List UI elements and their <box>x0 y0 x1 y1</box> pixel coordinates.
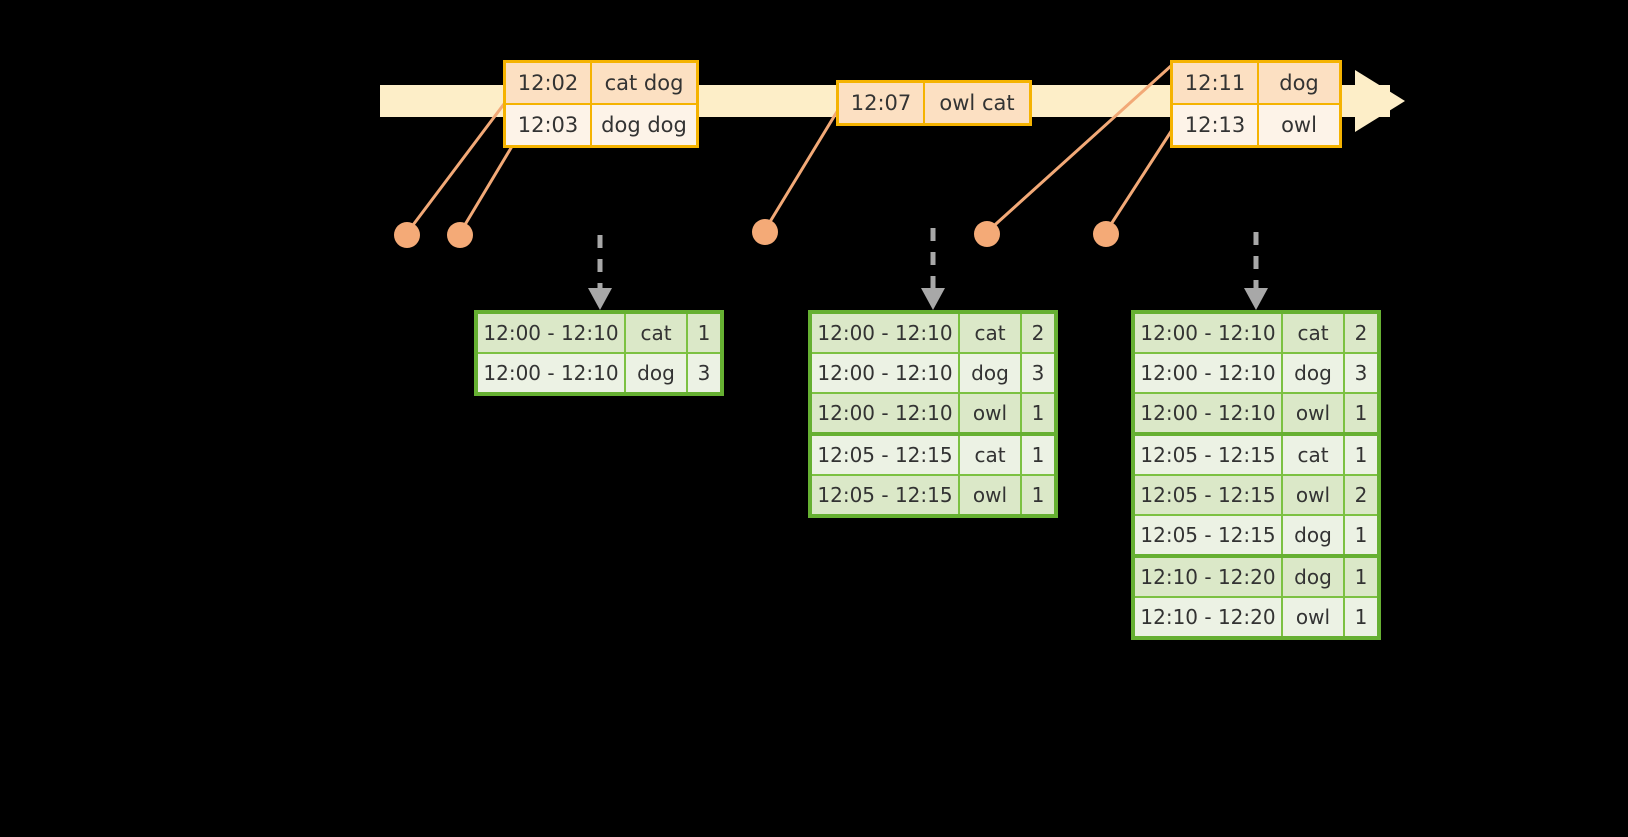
cell-key: dog <box>626 354 688 392</box>
event-dots <box>394 219 1119 248</box>
table-row[interactable]: 12:00 - 12:10 owl 1 <box>1135 392 1377 432</box>
emit-arrows <box>588 228 1268 310</box>
table-row[interactable]: 12:00 - 12:10 dog 3 <box>478 352 720 392</box>
cell-count: 3 <box>1345 354 1377 392</box>
cell-key: dog <box>1283 516 1345 554</box>
table-row[interactable]: 12:05 - 12:15 cat 1 <box>1135 432 1377 474</box>
cell-window: 12:00 - 12:10 <box>812 394 960 432</box>
cell-key: cat <box>1283 436 1345 474</box>
result-table-1[interactable]: 12:00 - 12:10 cat 1 12:00 - 12:10 dog 3 <box>474 310 724 396</box>
cell-window: 12:00 - 12:10 <box>812 314 960 352</box>
cell-window: 12:00 - 12:10 <box>1135 394 1283 432</box>
cell-count: 1 <box>1345 394 1377 432</box>
event-row[interactable]: 12:03 dog dog <box>506 103 696 145</box>
cell-window: 12:05 - 12:15 <box>1135 436 1283 474</box>
event-group-1[interactable]: 12:02 cat dog 12:03 dog dog <box>503 60 699 148</box>
table-row[interactable]: 12:05 - 12:15 cat 1 <box>812 432 1054 474</box>
cell-window: 12:00 - 12:10 <box>1135 354 1283 392</box>
event-dot <box>447 222 473 248</box>
cell-key: owl <box>1283 476 1345 514</box>
cell-count: 1 <box>1345 558 1377 596</box>
table-row[interactable]: 12:10 - 12:20 dog 1 <box>1135 554 1377 596</box>
cell-key: cat <box>1283 314 1345 352</box>
event-message: dog dog <box>592 105 696 145</box>
cell-key: owl <box>1283 394 1345 432</box>
result-table-3[interactable]: 12:00 - 12:10 cat 2 12:00 - 12:10 dog 3 … <box>1131 310 1381 640</box>
event-dot <box>752 219 778 245</box>
cell-key: cat <box>626 314 688 352</box>
table-row[interactable]: 12:05 - 12:15 dog 1 <box>1135 514 1377 554</box>
result-table-2[interactable]: 12:00 - 12:10 cat 2 12:00 - 12:10 dog 3 … <box>808 310 1058 518</box>
cell-count: 2 <box>1022 314 1054 352</box>
event-time: 12:13 <box>1173 105 1259 145</box>
event-group-2[interactable]: 12:07 owl cat <box>836 80 1032 126</box>
event-time: 12:03 <box>506 105 592 145</box>
event-time: 12:07 <box>839 83 925 123</box>
event-time: 12:11 <box>1173 63 1259 103</box>
cell-count: 1 <box>1345 516 1377 554</box>
cell-window: 12:00 - 12:10 <box>812 354 960 392</box>
table-row[interactable]: 12:00 - 12:10 cat 2 <box>812 314 1054 352</box>
cell-window: 12:00 - 12:10 <box>478 314 626 352</box>
cell-window: 12:05 - 12:15 <box>812 436 960 474</box>
cell-count: 1 <box>1345 436 1377 474</box>
cell-window: 12:10 - 12:20 <box>1135 598 1283 636</box>
event-dot <box>394 222 420 248</box>
event-row[interactable]: 12:11 dog <box>1173 63 1339 103</box>
cell-key: owl <box>960 476 1022 514</box>
event-row[interactable]: 12:02 cat dog <box>506 63 696 103</box>
cell-count: 1 <box>688 314 720 352</box>
cell-count: 2 <box>1345 314 1377 352</box>
cell-key: cat <box>960 436 1022 474</box>
event-dot <box>1093 221 1119 247</box>
cell-count: 3 <box>1022 354 1054 392</box>
event-dot <box>974 221 1000 247</box>
event-message: cat dog <box>592 63 696 103</box>
cell-count: 1 <box>1022 476 1054 514</box>
cell-key: dog <box>960 354 1022 392</box>
event-message: dog <box>1259 63 1339 103</box>
table-row[interactable]: 12:05 - 12:15 owl 1 <box>812 474 1054 514</box>
cell-window: 12:10 - 12:20 <box>1135 558 1283 596</box>
cell-window: 12:00 - 12:10 <box>478 354 626 392</box>
table-row[interactable]: 12:00 - 12:10 cat 2 <box>1135 314 1377 352</box>
cell-key: owl <box>1283 598 1345 636</box>
table-row[interactable]: 12:00 - 12:10 owl 1 <box>812 392 1054 432</box>
cell-key: dog <box>1283 558 1345 596</box>
cell-count: 1 <box>1022 394 1054 432</box>
cell-key: owl <box>960 394 1022 432</box>
event-time: 12:02 <box>506 63 592 103</box>
cell-window: 12:05 - 12:15 <box>1135 516 1283 554</box>
table-row[interactable]: 12:00 - 12:10 cat 1 <box>478 314 720 352</box>
cell-count: 1 <box>1345 598 1377 636</box>
cell-count: 3 <box>688 354 720 392</box>
table-row[interactable]: 12:05 - 12:15 owl 2 <box>1135 474 1377 514</box>
cell-window: 12:00 - 12:10 <box>1135 314 1283 352</box>
cell-count: 1 <box>1022 436 1054 474</box>
table-row[interactable]: 12:00 - 12:10 dog 3 <box>1135 352 1377 392</box>
cell-key: dog <box>1283 354 1345 392</box>
cell-count: 2 <box>1345 476 1377 514</box>
cell-window: 12:05 - 12:15 <box>812 476 960 514</box>
table-row[interactable]: 12:10 - 12:20 owl 1 <box>1135 596 1377 636</box>
cell-window: 12:05 - 12:15 <box>1135 476 1283 514</box>
event-message: owl <box>1259 105 1339 145</box>
event-row[interactable]: 12:13 owl <box>1173 103 1339 145</box>
event-group-3[interactable]: 12:11 dog 12:13 owl <box>1170 60 1342 148</box>
event-row[interactable]: 12:07 owl cat <box>839 83 1029 123</box>
table-row[interactable]: 12:00 - 12:10 dog 3 <box>812 352 1054 392</box>
event-message: owl cat <box>925 83 1029 123</box>
cell-key: cat <box>960 314 1022 352</box>
